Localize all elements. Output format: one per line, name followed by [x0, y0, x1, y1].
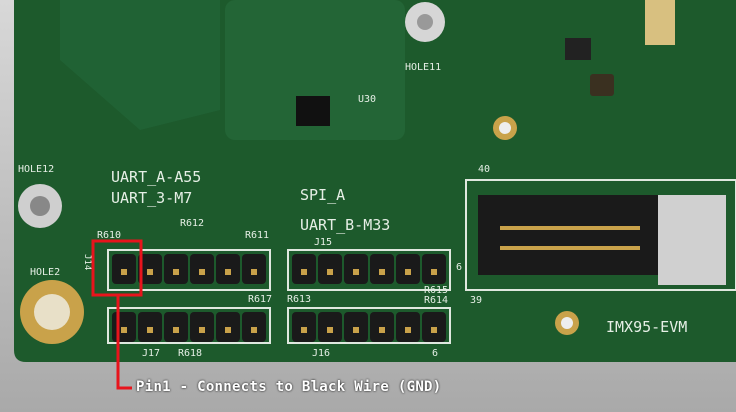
label-j16: J16: [312, 348, 330, 359]
j14-pin: [121, 269, 127, 275]
j17-pin: [121, 327, 127, 333]
label-j17: J17: [142, 348, 160, 359]
j15-pin: [327, 269, 333, 275]
j14-pin: [173, 269, 179, 275]
j17-pin: [147, 327, 153, 333]
j15-pin: [379, 269, 385, 275]
j16-pin: [327, 327, 333, 333]
j15-pin: [431, 269, 437, 275]
label-board: IMX95-EVM: [606, 318, 687, 336]
label-u30: U30: [358, 94, 376, 105]
j14-pin: [147, 269, 153, 275]
j17-pin: [225, 327, 231, 333]
j16-pin: [301, 327, 307, 333]
label-pin6: 6: [456, 262, 462, 273]
hole11-standoff: [405, 2, 445, 42]
j14-pin: [225, 269, 231, 275]
j16-pin: [405, 327, 411, 333]
j15-pin: [353, 269, 359, 275]
j17-pin: [251, 327, 257, 333]
label-pin39: 39: [470, 295, 482, 306]
j16-pin: [353, 327, 359, 333]
label-r612: R612: [180, 218, 204, 229]
label-r611: R611: [245, 230, 269, 241]
chip-u30: [296, 96, 330, 126]
label-spi-a: SPI_A: [300, 186, 345, 204]
label-hole2: HOLE2: [30, 267, 60, 278]
hole2-pad: [20, 280, 84, 344]
label-r618: R618: [178, 348, 202, 359]
label-uart-a: UART_A-A55: [111, 168, 201, 186]
board-connector: [478, 195, 658, 275]
label-r617: R617: [248, 294, 272, 305]
j16-pin: [379, 327, 385, 333]
pin1-annotation-text: Pin1 - Connects to Black Wire (GND): [136, 379, 442, 395]
j14-pin: [251, 269, 257, 275]
annotation-leader-line: [116, 295, 132, 390]
label-uart-b: UART_B-M33: [300, 216, 390, 234]
label-hole11: HOLE11: [405, 62, 441, 73]
label-pin40: 40: [478, 164, 490, 175]
label-j14: J14: [82, 254, 92, 270]
j14-pin: [199, 269, 205, 275]
label-r615: R615: [424, 285, 448, 296]
hole12-standoff: [18, 184, 62, 228]
j16-pin: [431, 327, 437, 333]
label-hole12: HOLE12: [18, 164, 54, 175]
label-r614: R614: [424, 295, 448, 306]
j15-pin: [405, 269, 411, 275]
label-uart-3: UART_3-M7: [111, 189, 192, 207]
j15-pin: [301, 269, 307, 275]
j17-pin: [199, 327, 205, 333]
label-pin6-j16: 6: [432, 348, 438, 359]
j17-pin: [173, 327, 179, 333]
label-r610: R610: [97, 230, 121, 241]
label-j15: J15: [314, 237, 332, 248]
label-r613: R613: [287, 294, 311, 305]
